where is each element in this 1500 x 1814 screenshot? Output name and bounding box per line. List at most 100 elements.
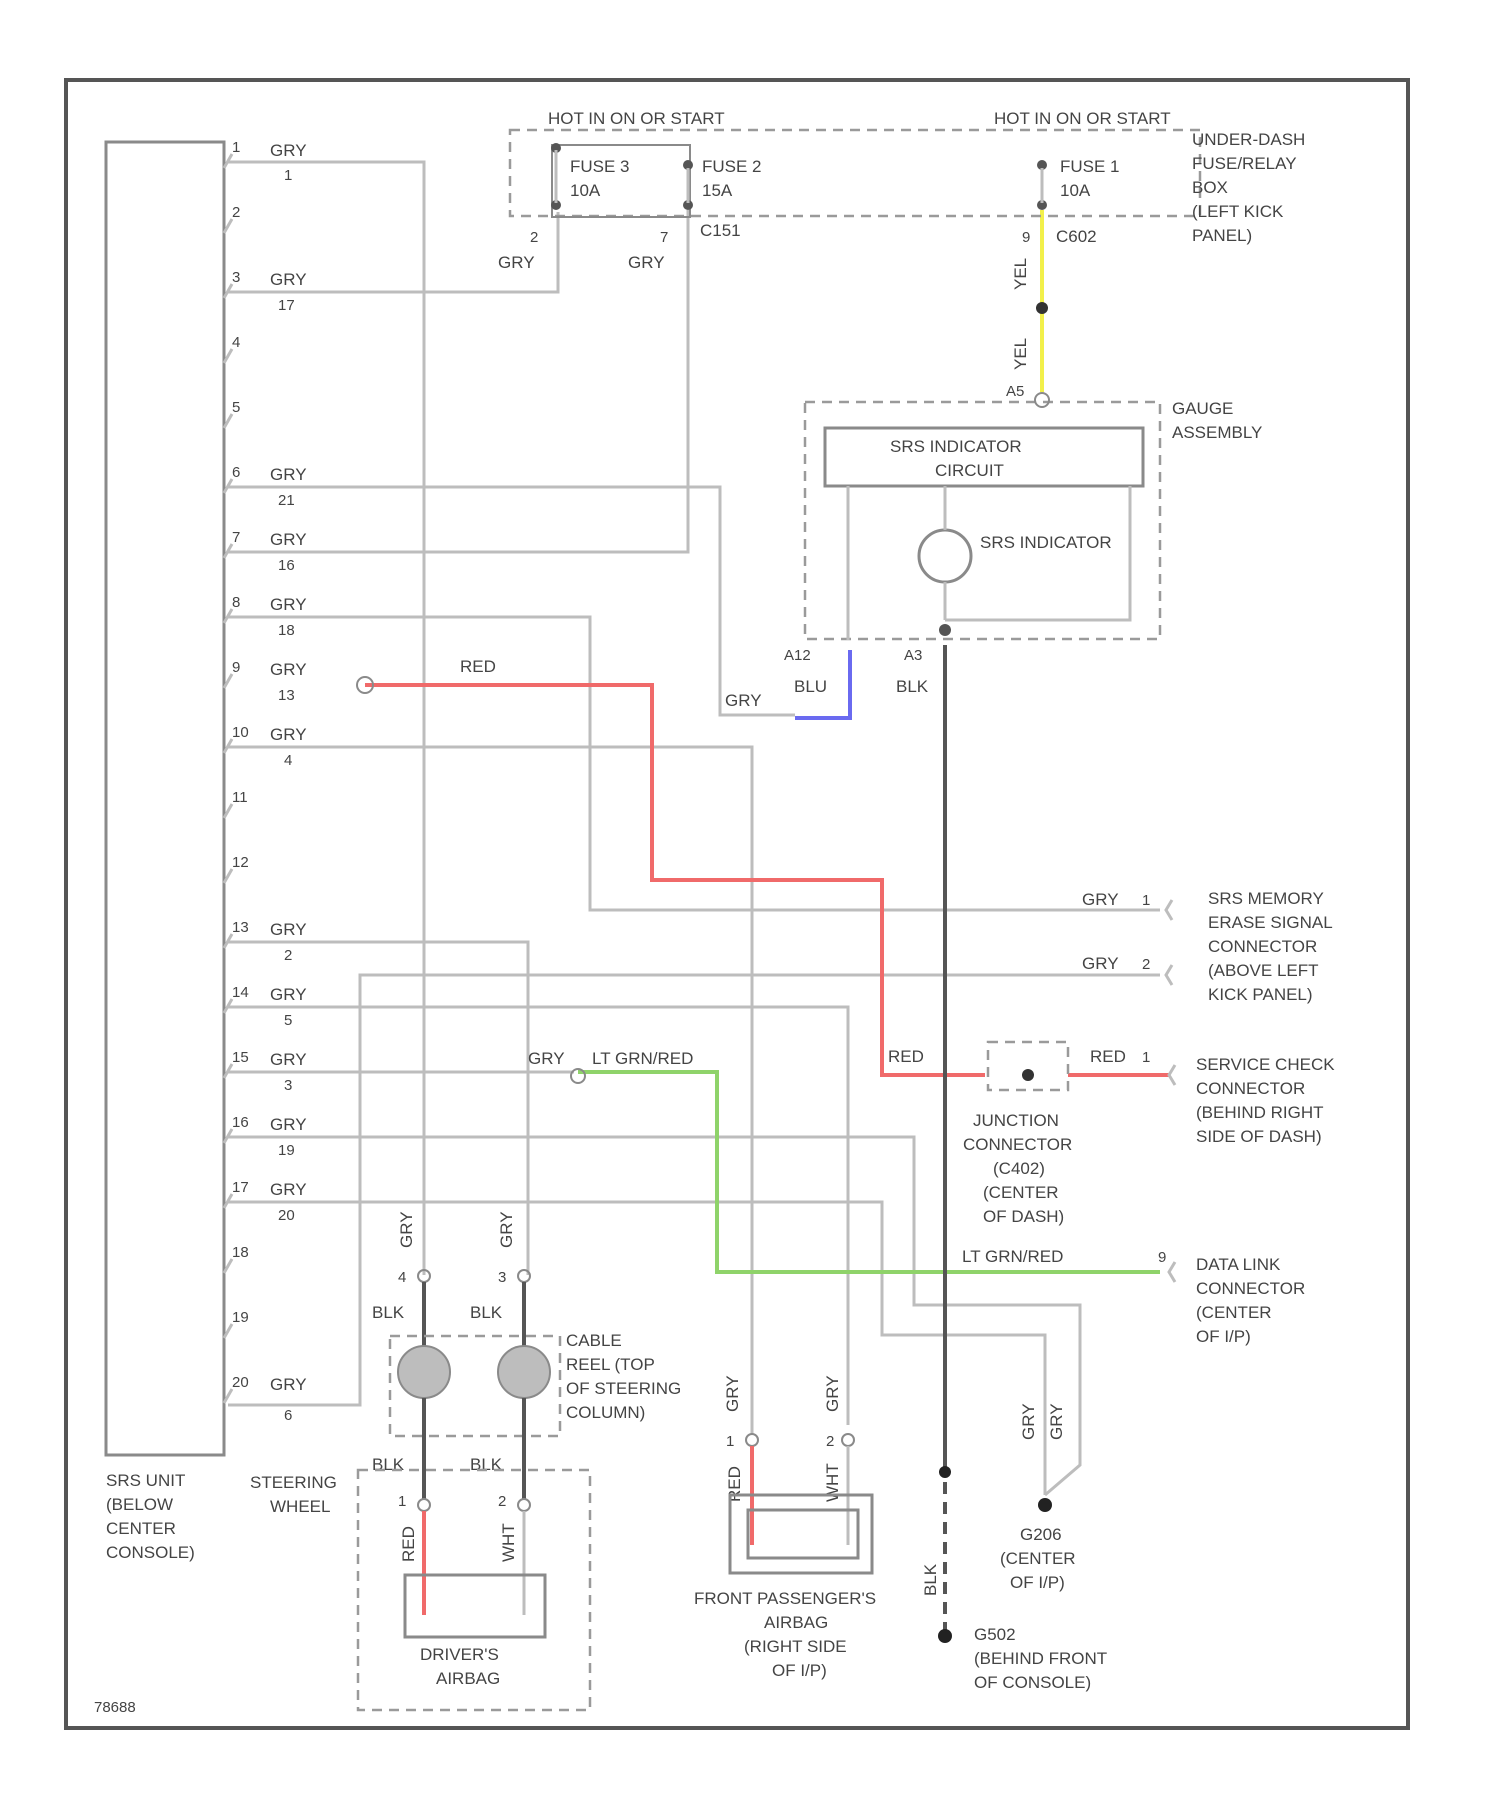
gauge-terminal-a3	[939, 624, 951, 636]
svg-text:SRS INDICATOR: SRS INDICATOR	[980, 533, 1112, 552]
svg-text:5: 5	[284, 1012, 292, 1029]
srs-pin-10: 10	[224, 724, 249, 753]
svg-text:2: 2	[498, 1493, 506, 1510]
svg-text:GRY: GRY	[270, 1180, 307, 1199]
svg-text:11: 11	[232, 789, 248, 806]
svg-text:GRY: GRY	[1082, 890, 1119, 909]
svg-text:COLUMN): COLUMN)	[566, 1403, 645, 1422]
svg-text:(CENTER: (CENTER	[983, 1183, 1059, 1202]
svg-text:(BEHIND RIGHT: (BEHIND RIGHT	[1196, 1103, 1324, 1122]
svg-text:4: 4	[284, 752, 292, 769]
svg-text:OF I/P): OF I/P)	[1010, 1573, 1065, 1592]
svg-text:LT GRN/RED: LT GRN/RED	[592, 1049, 693, 1068]
svg-text:16: 16	[232, 1114, 249, 1131]
srs-pin-1: 1	[224, 139, 240, 168]
fuse-box-labels: HOT IN ON OR START HOT IN ON OR START FU…	[498, 109, 1305, 272]
red-wire-label: RED	[460, 657, 496, 676]
svg-text:GRY: GRY	[397, 1211, 416, 1248]
svg-text:C602: C602	[1056, 227, 1097, 246]
ground-g206: GRY GRY G206 (CENTER OF I/P)	[1000, 1403, 1076, 1592]
svg-text:UNDER-DASH: UNDER-DASH	[1192, 130, 1305, 149]
steering-wheel: STEERING WHEEL 1 2 RED WHT DRIVER'S AIRB…	[250, 1470, 590, 1710]
svg-text:GRY: GRY	[270, 920, 307, 939]
srs-pin-8: 8	[224, 594, 240, 623]
svg-text:GRY: GRY	[270, 530, 307, 549]
svg-text:16: 16	[278, 557, 295, 574]
svg-text:PANEL): PANEL)	[1192, 226, 1252, 245]
svg-text:5: 5	[232, 399, 240, 416]
svg-text:CENTER: CENTER	[106, 1519, 176, 1538]
svg-text:GRY: GRY	[270, 270, 307, 289]
svg-text:A5: A5	[1006, 383, 1024, 400]
svg-text:3: 3	[232, 269, 240, 286]
gauge-terminal-a5	[1035, 393, 1049, 407]
svg-text:HOT IN ON OR START: HOT IN ON OR START	[994, 109, 1171, 128]
svg-text:(BELOW: (BELOW	[106, 1495, 173, 1514]
svg-text:CIRCUIT: CIRCUIT	[935, 461, 1004, 480]
svg-text:7: 7	[232, 529, 240, 546]
svg-text:1: 1	[1142, 1049, 1150, 1066]
svg-text:C151: C151	[700, 221, 741, 240]
svg-text:(LEFT KICK: (LEFT KICK	[1192, 202, 1284, 221]
svg-text:6: 6	[232, 464, 240, 481]
svg-text:SRS UNIT: SRS UNIT	[106, 1471, 185, 1490]
svg-text:7: 7	[660, 229, 668, 246]
red-wire-main	[365, 685, 985, 1075]
srs-pin-2: 2	[224, 204, 240, 233]
srs-pin-11: 11	[224, 789, 248, 818]
svg-text:RED: RED	[399, 1526, 418, 1562]
svg-text:3: 3	[284, 1077, 292, 1094]
svg-text:GRY: GRY	[498, 253, 535, 272]
svg-text:GAUGE: GAUGE	[1172, 399, 1233, 418]
svg-text:GRY: GRY	[497, 1211, 516, 1248]
fuse-elements	[551, 143, 1047, 217]
svg-text:(ABOVE LEFT: (ABOVE LEFT	[1208, 961, 1319, 980]
data-link-connector: GRY LT GRN/RED LT GRN/RED 9 DATA LINK CO…	[528, 1049, 1305, 1346]
svg-text:4: 4	[232, 334, 240, 351]
svg-text:JUNCTION: JUNCTION	[973, 1111, 1059, 1130]
svg-text:6: 6	[284, 1407, 292, 1424]
svg-text:GRY: GRY	[270, 1115, 307, 1134]
srs-wire-labels: GRY1 GRY17 GRY21 GRY16 GRY18 GRY13 GRY4 …	[270, 141, 307, 1424]
svg-text:SRS MEMORY: SRS MEMORY	[1208, 889, 1324, 908]
svg-text:CONNECTOR: CONNECTOR	[963, 1135, 1072, 1154]
svg-text:2: 2	[284, 947, 292, 964]
srs-pin-15: 15	[224, 1049, 249, 1078]
svg-text:YEL: YEL	[1011, 338, 1030, 370]
svg-text:1: 1	[726, 1433, 734, 1450]
svg-text:15A: 15A	[702, 181, 733, 200]
srs-pin-13: 13	[224, 919, 249, 948]
svg-text:FUSE 3: FUSE 3	[570, 157, 630, 176]
svg-text:G502: G502	[974, 1625, 1016, 1644]
svg-text:A12: A12	[784, 647, 811, 664]
svg-text:21: 21	[278, 492, 295, 509]
svg-text:9: 9	[1158, 1249, 1166, 1266]
svg-text:18: 18	[278, 622, 295, 639]
svg-text:10: 10	[232, 724, 249, 741]
srs-pin-18: 18	[224, 1244, 249, 1273]
svg-text:(C402): (C402)	[993, 1159, 1045, 1178]
svg-text:12: 12	[232, 854, 249, 871]
svg-text:BLK: BLK	[470, 1303, 503, 1322]
srs-pin-12: 12	[224, 854, 249, 883]
srs-pin-5: 5	[224, 399, 240, 428]
svg-text:15: 15	[232, 1049, 249, 1066]
svg-text:RED: RED	[725, 1466, 744, 1502]
svg-text:GRY: GRY	[270, 725, 307, 744]
srs-pin-6: 6	[224, 464, 240, 493]
svg-text:FUSE 1: FUSE 1	[1060, 157, 1120, 176]
svg-text:20: 20	[232, 1374, 249, 1391]
svg-text:19: 19	[232, 1309, 249, 1326]
svg-text:CONNECTOR: CONNECTOR	[1196, 1279, 1305, 1298]
svg-text:GRY: GRY	[723, 1375, 742, 1412]
svg-text:BOX: BOX	[1192, 178, 1228, 197]
svg-text:10A: 10A	[1060, 181, 1091, 200]
svg-text:OF DASH): OF DASH)	[983, 1207, 1064, 1226]
svg-text:2: 2	[530, 229, 538, 246]
svg-text:GRY: GRY	[270, 1050, 307, 1069]
svg-text:CONSOLE): CONSOLE)	[106, 1543, 195, 1562]
figure-id: 78688	[94, 1699, 136, 1716]
srs-pin-20: 20	[224, 1374, 249, 1403]
svg-text:13: 13	[278, 687, 295, 704]
